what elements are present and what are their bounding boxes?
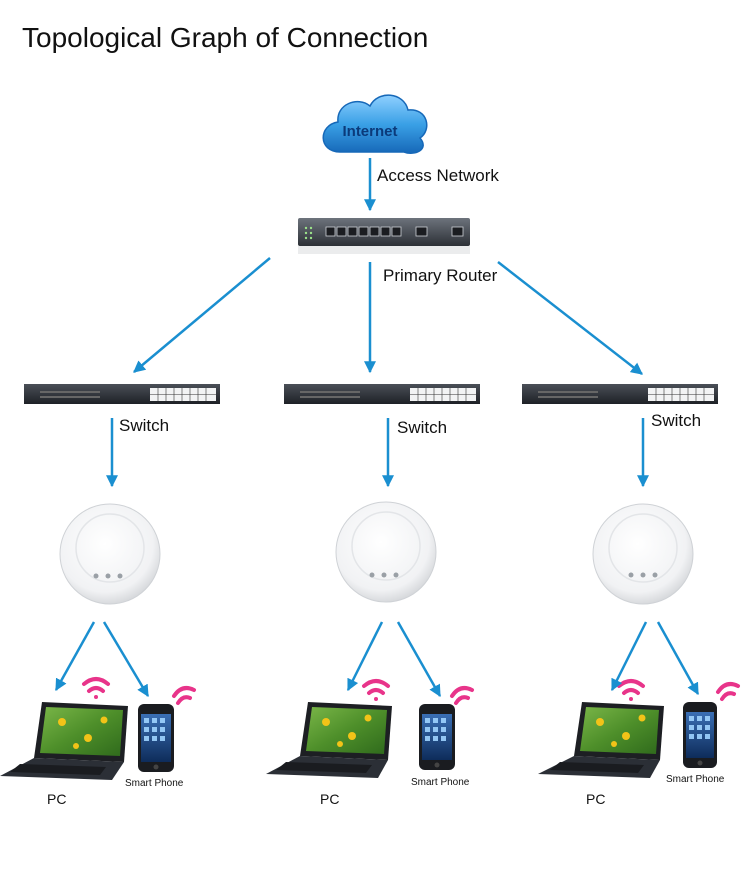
smart-phone-label: Smart Phone — [411, 777, 470, 788]
router-icon — [298, 218, 470, 254]
switch-label: Switch — [651, 411, 702, 430]
smart-phone-label: Smart Phone — [125, 778, 184, 789]
smartphone-icon — [683, 702, 717, 768]
smartphone-icon — [138, 704, 174, 772]
access-point-icon — [592, 503, 694, 605]
switch-label: Switch — [397, 418, 448, 437]
arrow-ap-1-to-phone — [102, 621, 150, 698]
internet-label: Internet — [342, 123, 397, 140]
pc-label: PC — [47, 791, 67, 807]
access-network-label: Access Network — [377, 166, 499, 185]
laptop-icon — [538, 702, 664, 778]
wifi-signal-icon — [450, 686, 474, 705]
switch-icon — [284, 384, 480, 404]
access-point-icon — [335, 501, 437, 603]
arrow-ap-2-to-phone — [396, 621, 442, 698]
connection-arrows — [54, 158, 700, 698]
pc-label: PC — [320, 791, 340, 807]
wifi-signal-icon — [82, 677, 110, 699]
cloud-icon — [322, 94, 428, 154]
wifi-signal-icon — [362, 679, 390, 701]
arrow-ap-3-to-phone — [656, 621, 700, 696]
switch-label: Switch — [119, 416, 170, 435]
laptop-icon — [266, 702, 392, 778]
arrow-router-to-switch-1 — [133, 257, 271, 373]
switch-icon — [24, 384, 220, 404]
wifi-signal-icon — [617, 679, 645, 701]
wifi-signal-icon — [716, 682, 740, 701]
access-point-icon — [59, 503, 161, 605]
smartphone-icon — [419, 704, 455, 770]
laptop-icon — [0, 702, 128, 780]
arrow-ap-3-to-pc — [610, 621, 648, 692]
smart-phone-label: Smart Phone — [666, 774, 725, 785]
pc-label: PC — [586, 791, 606, 807]
page-title: Topological Graph of Connection — [22, 22, 429, 53]
arrow-ap-2-to-pc — [346, 621, 384, 692]
primary-router-label: Primary Router — [383, 266, 498, 285]
arrow-router-to-switch-3 — [497, 261, 643, 375]
wifi-signal-icon — [172, 686, 196, 705]
switch-icon — [522, 384, 718, 404]
arrow-ap-1-to-pc — [54, 621, 96, 692]
